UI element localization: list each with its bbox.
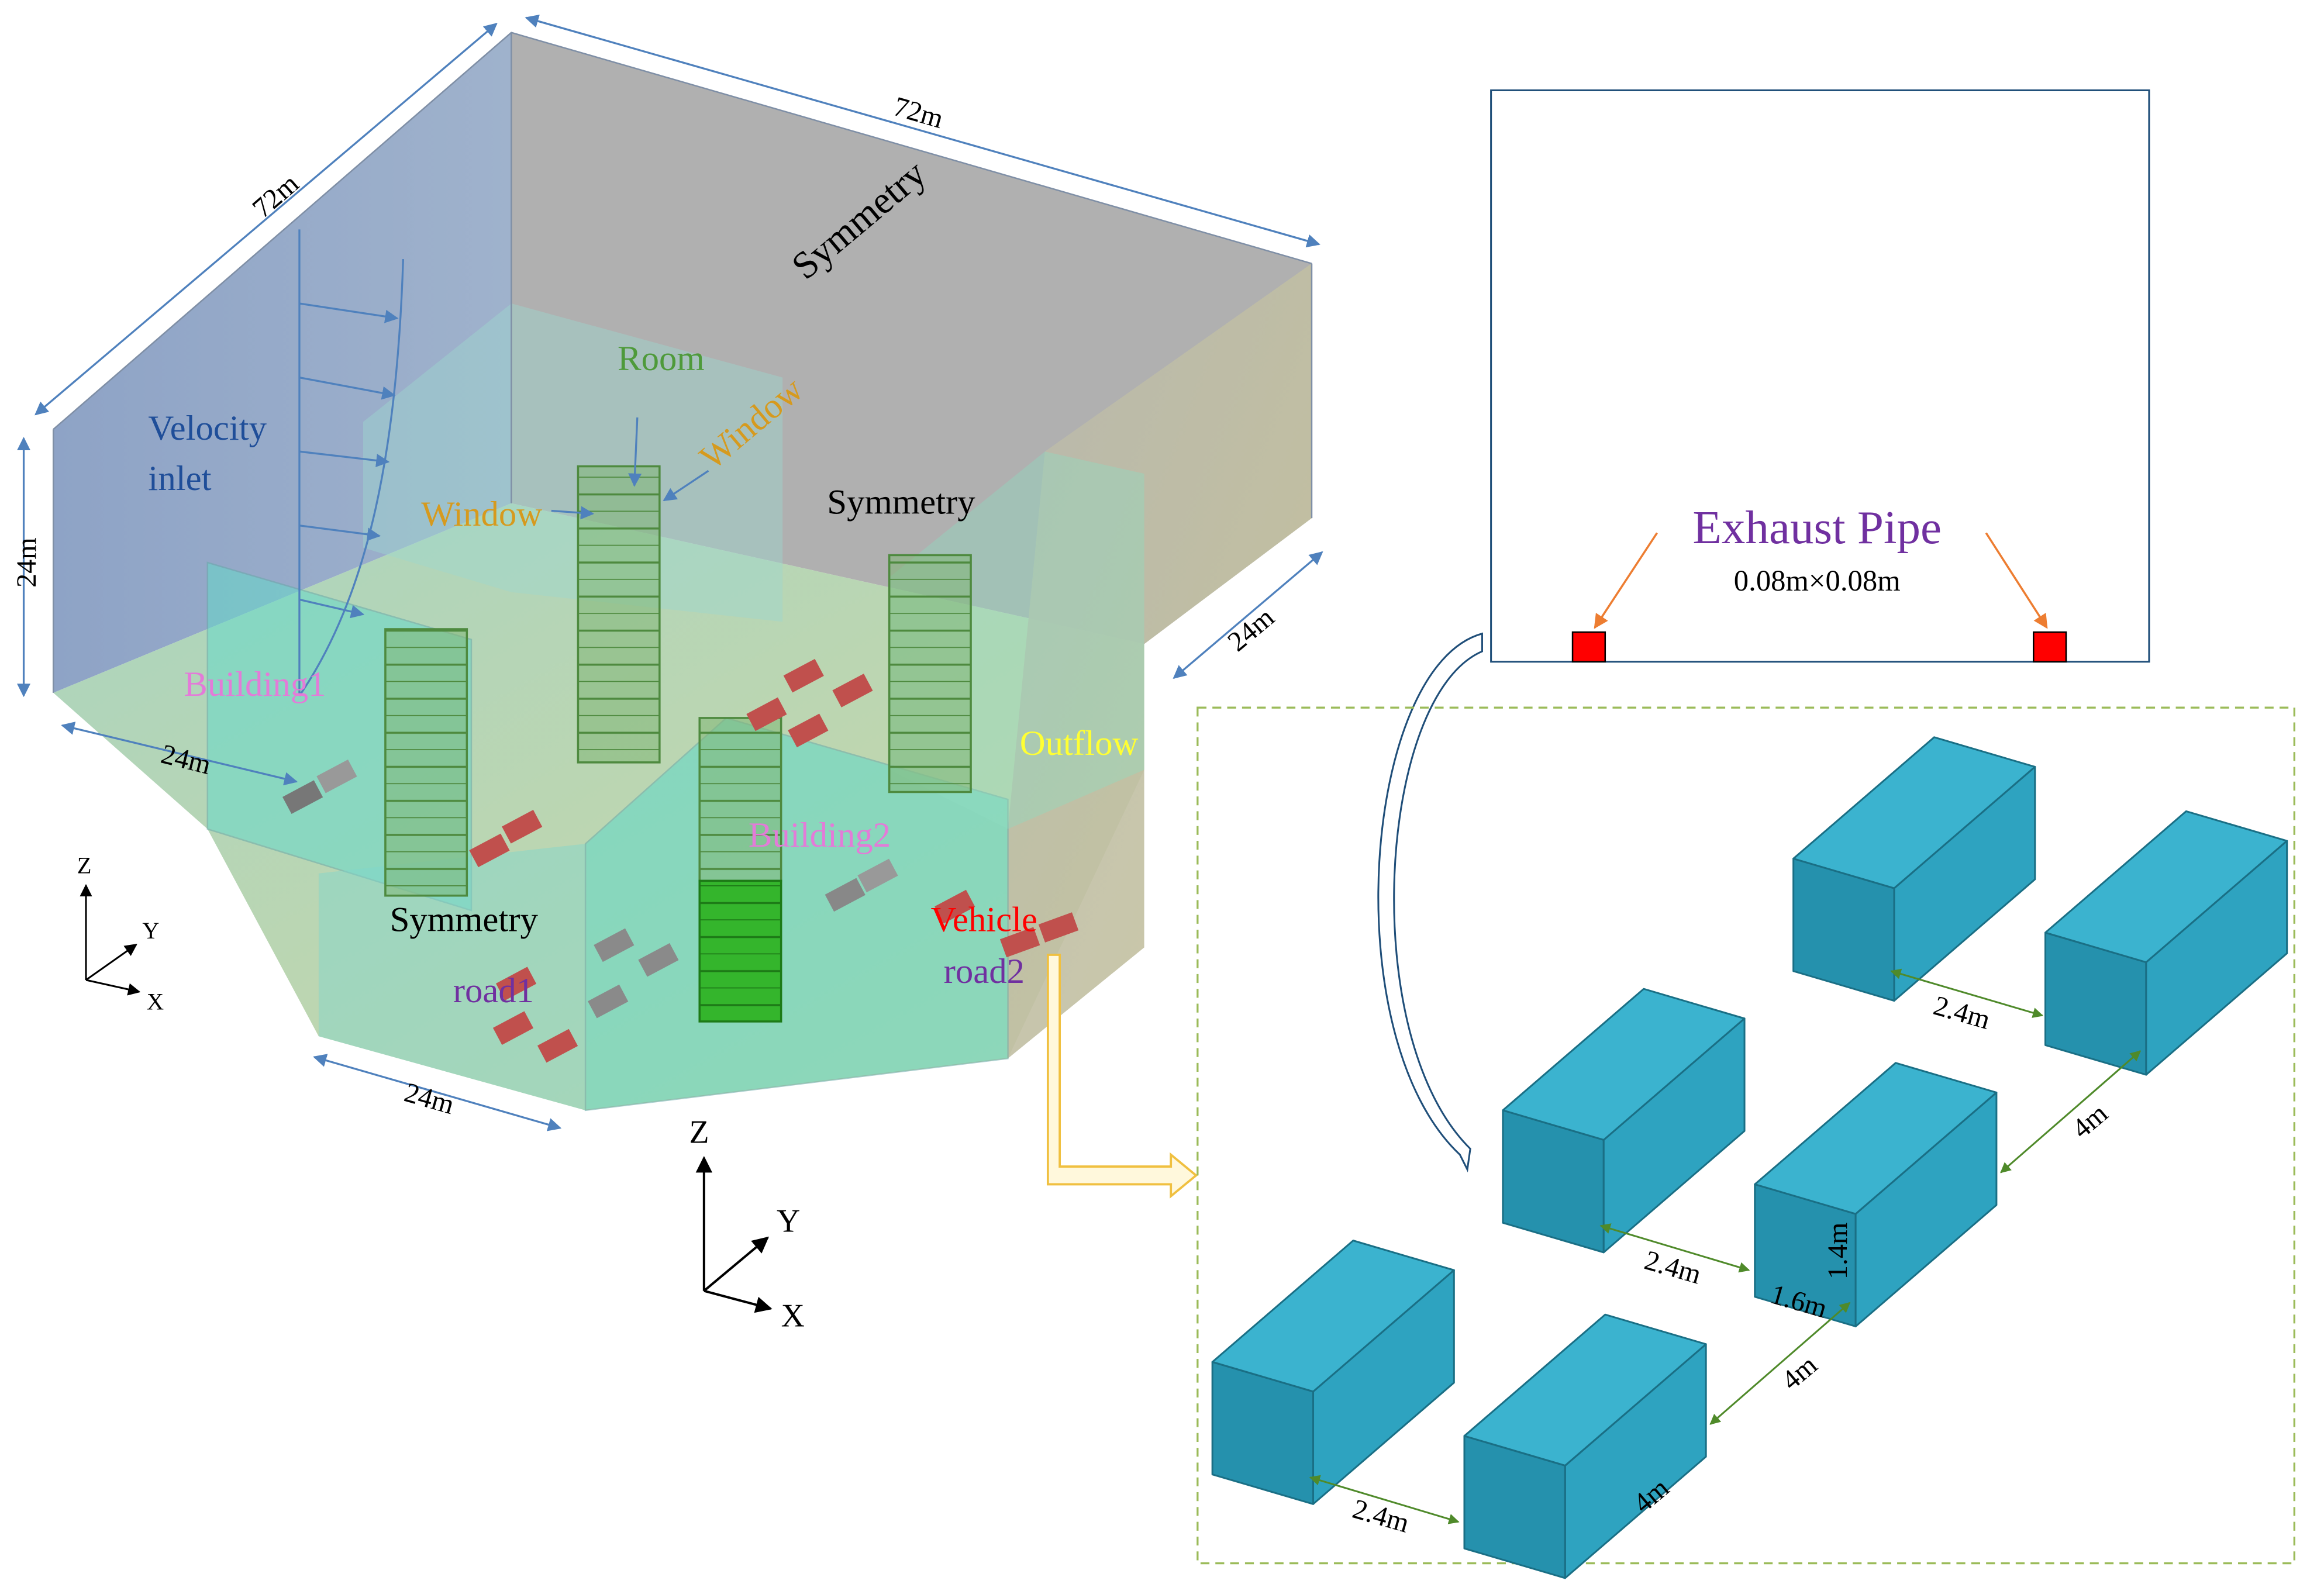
dim-line-right (1173, 551, 1323, 679)
vehicle-block (2044, 810, 2288, 1076)
label-symmetry-mid: Symmetry (827, 483, 975, 522)
dim-line-bottom (313, 1054, 562, 1131)
detail-gap-bottom: 2.4m (1349, 1493, 1412, 1539)
detail-row-gap-upper: 4m (2066, 1098, 2113, 1144)
label-inlet: inlet (148, 459, 211, 498)
label-building1: Building1 (184, 665, 326, 704)
label-outflow: Outflow (1020, 724, 1139, 763)
dim-top-left: 72m (247, 168, 305, 224)
small-axis-x: X (147, 989, 164, 1015)
detail-connector-arrow (1377, 632, 1483, 1173)
room-tower (577, 465, 661, 764)
vehicle-detail-panel (1197, 706, 2295, 1565)
dim-top-right: 72m (890, 91, 947, 134)
large-axis-z: Z (689, 1114, 709, 1151)
computational-domain (17, 15, 1323, 1199)
detail-height: 1.4m (1822, 1223, 1853, 1280)
small-axis-z: Z (77, 853, 92, 879)
exhaust-title: Exhaust Pipe (1692, 501, 1942, 554)
building-right-tower (888, 554, 972, 793)
label-room: Room (618, 339, 705, 378)
detail-gap-top: 2.4m (1930, 990, 1994, 1036)
small-axis-y: Y (142, 917, 159, 944)
label-velocity: Velocity (148, 409, 267, 448)
label-vehicle: Vehicle (931, 900, 1037, 940)
building1-tower (384, 628, 468, 897)
label-window-left: Window (421, 495, 542, 534)
small-axes (80, 884, 141, 996)
exhaust-panel (1490, 89, 2150, 663)
road2-vehicles (746, 658, 1079, 958)
symmetry-front-box (318, 844, 586, 1110)
vehicle-block (1502, 988, 1746, 1254)
exhaust-size: 0.08m×0.08m (1734, 564, 1901, 597)
label-road1: road1 (453, 971, 534, 1010)
dim-height: 24m (11, 537, 42, 587)
building2-lower-floors (698, 879, 782, 1023)
road1-vehicles (282, 759, 679, 1063)
outflow-face (1008, 263, 1312, 1059)
label-building2: Building2 (749, 816, 891, 855)
dim-bottom: 24m (401, 1077, 458, 1120)
large-axes (695, 1156, 773, 1313)
dim-line-bottom-left (61, 722, 298, 786)
building2-tower (698, 717, 782, 882)
dim-line-top-left (35, 23, 498, 416)
exhaust-pipe-left (1571, 631, 1606, 662)
zoom-arrow (1046, 954, 1198, 1199)
vehicle-blocks (1211, 736, 2288, 1579)
large-axis-y: Y (777, 1203, 800, 1239)
vehicle-block (1463, 1313, 1707, 1579)
vehicle-block (1211, 1240, 1455, 1505)
vehicle-block (1754, 1062, 1998, 1327)
dim-line-top-right (525, 15, 1320, 248)
exhaust-pipe-right (2032, 631, 2067, 662)
detail-row-gap-lower: 4m (1775, 1350, 1823, 1396)
dim-right: 24m (1222, 602, 1280, 658)
vehicle-block (1792, 736, 2036, 1002)
label-road2: road2 (944, 952, 1025, 991)
detail-gap-middle: 2.4m (1641, 1245, 1704, 1290)
label-symmetry-front: Symmetry (390, 900, 539, 940)
large-axis-x: X (781, 1297, 805, 1334)
